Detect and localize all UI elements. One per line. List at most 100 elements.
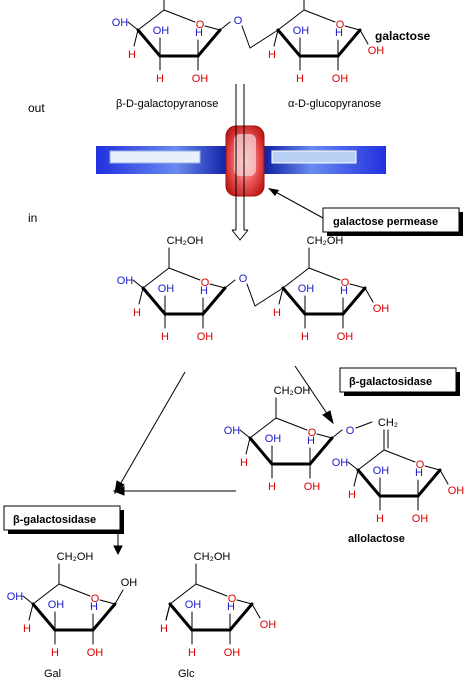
hydroxyl-c1: OH: [373, 303, 390, 315]
b-galactosidase-label-2: β-galactosidase: [13, 514, 96, 526]
hydrogen-c4: H: [23, 623, 31, 635]
glycosidic-oxygen-inside: O: [239, 273, 248, 285]
hydroxyl-c1: OH: [368, 45, 385, 57]
ch2oh-group: CH₂OH: [274, 385, 311, 397]
hydroxyl-c2: OH: [412, 513, 429, 525]
hydrogen-c2: H: [307, 435, 315, 447]
hydroxyl-c3-up: OH: [373, 465, 390, 477]
permease-pointer-arrow: [268, 188, 324, 219]
ring-oxygen: O: [336, 19, 345, 31]
glycosidic-bond-top: O: [219, 15, 279, 49]
hydrogen-c4: H: [133, 307, 141, 319]
hydroxyl-c1: OH: [448, 485, 465, 497]
hydroxyl-c2: OH: [304, 481, 321, 493]
ch2oh-group: CH₂OH: [167, 235, 204, 247]
allolactose-ch2: CH₂: [378, 417, 398, 429]
side-out-label: out: [28, 101, 45, 115]
lactose-inside-glucose-ring: O CH₂OH H OH H H OH OH: [273, 235, 389, 343]
ring-oxygen: O: [91, 593, 100, 605]
hydrogen-c3: H: [156, 73, 164, 85]
allolactose-linkage: O CH₂ OH: [331, 417, 398, 471]
hydroxyl-c3-up: OH: [158, 283, 175, 295]
ring-oxygen: O: [341, 277, 350, 289]
hydroxyl-c3-up: OH: [298, 283, 315, 295]
hydrogen-c4: H: [273, 307, 281, 319]
hydrogen-c4: H: [268, 49, 276, 61]
glycosidic-bond-inside: O: [224, 273, 284, 307]
hydrogen-c3: H: [376, 513, 384, 525]
hydrogen-c2: H: [340, 285, 348, 297]
gal-name: Gal: [44, 668, 61, 680]
hydroxyl-c3-up: OH: [153, 25, 170, 37]
hydroxyl-c3-up: OH: [265, 433, 282, 445]
allolactose-name: allolactose: [348, 533, 405, 545]
hydroxyl-c1: OH: [121, 577, 138, 589]
permease-transporter: [225, 125, 265, 197]
product-glucose-ring: O CH₂OH H OH H H OH OH: [160, 551, 276, 659]
hydrogen-c4: H: [240, 457, 248, 469]
ring-oxygen: O: [196, 19, 205, 31]
allolactose-galactose-ring: O CH₂OH OH H OH H H OH: [224, 385, 334, 493]
transport-arrow: [231, 84, 249, 241]
glycosidic-oxygen-top: O: [234, 15, 243, 27]
ring-oxygen: O: [416, 459, 425, 471]
reaction-arrows: [112, 365, 334, 556]
hydroxyl-c4: OH: [117, 275, 134, 287]
allolactose-glc-hydroxyl-c4: OH: [332, 457, 349, 469]
hydrogen-c3: H: [188, 647, 196, 659]
glc-name: Glc: [178, 668, 195, 680]
side-in-label: in: [28, 211, 37, 225]
hydrogen-c4: H: [128, 49, 136, 61]
hydroxyl-c4: OH: [224, 425, 241, 437]
hydrogen-c4: H: [348, 489, 356, 501]
hydroxyl-c3-up: OH: [48, 599, 65, 611]
hydroxyl-c2: OH: [192, 73, 209, 85]
hydrogen-c2: H: [195, 27, 203, 39]
hydrogen-c3: H: [51, 647, 59, 659]
hydroxyl-c3-up: OH: [185, 599, 202, 611]
product-galactose-ring: O CH₂OH OH H OH H H OH OH: [7, 551, 138, 659]
hydrogen-c2: H: [227, 601, 235, 613]
hydrogen-c3: H: [161, 331, 169, 343]
title-galactose: galactose: [375, 29, 431, 43]
allolactose-linkage-oxygen: O: [346, 425, 355, 437]
product-glucose-c4-hydroxyl: [165, 603, 171, 621]
ch2oh-group: CH₂OH: [57, 551, 94, 563]
hydrogen-c3: H: [296, 73, 304, 85]
ring1-name: β-D-galactopyranose: [116, 98, 218, 110]
ch2oh-group: CH₂OH: [194, 551, 231, 563]
hydrogen-c3: H: [301, 331, 309, 343]
hydroxyl-c2: OH: [224, 647, 241, 659]
hydrogen-c3: H: [268, 481, 276, 493]
molecule-structures: OCH₂OHOHHOHHHOHOCH₂OHHOHHHOHOHOOCH₂OHOHH…: [7, 0, 465, 659]
hydrogen-c2: H: [200, 285, 208, 297]
ring-oxygen: O: [308, 427, 317, 439]
membrane: [96, 146, 386, 174]
hydrogen-c2: H: [335, 27, 343, 39]
hydroxyl-c2: OH: [197, 331, 214, 343]
hydrogen-c2: H: [90, 601, 98, 613]
hydroxyl-c4: OH: [112, 17, 129, 29]
lactose-inside-galactose-ring: O CH₂OH OH H OH H H OH: [117, 235, 227, 343]
hydrogen-c2: H: [415, 467, 423, 479]
ring-oxygen: O: [228, 593, 237, 605]
ring-oxygen: O: [201, 277, 210, 289]
hydroxyl-c4: OH: [7, 591, 24, 603]
hydroxyl-c2: OH: [87, 647, 104, 659]
ch2oh-group: CH₂OH: [307, 235, 344, 247]
hydroxyl-c1: OH: [260, 619, 277, 631]
b-galactosidase-box-2: β-galactosidase: [3, 505, 124, 534]
permease-label-box: galactose permease: [322, 207, 463, 236]
hydrogen-c4: H: [160, 623, 168, 635]
b-galactosidase-box-1: β-galactosidase: [339, 367, 460, 396]
hydroxyl-c3-up: OH: [293, 25, 310, 37]
hydroxyl-c2: OH: [332, 73, 349, 85]
hydroxyl-c2: OH: [337, 331, 354, 343]
ring2-name: α-D-glucopyranose: [288, 98, 381, 110]
b-galactosidase-label-1: β-galactosidase: [349, 376, 432, 388]
permease-label: galactose permease: [333, 216, 438, 228]
